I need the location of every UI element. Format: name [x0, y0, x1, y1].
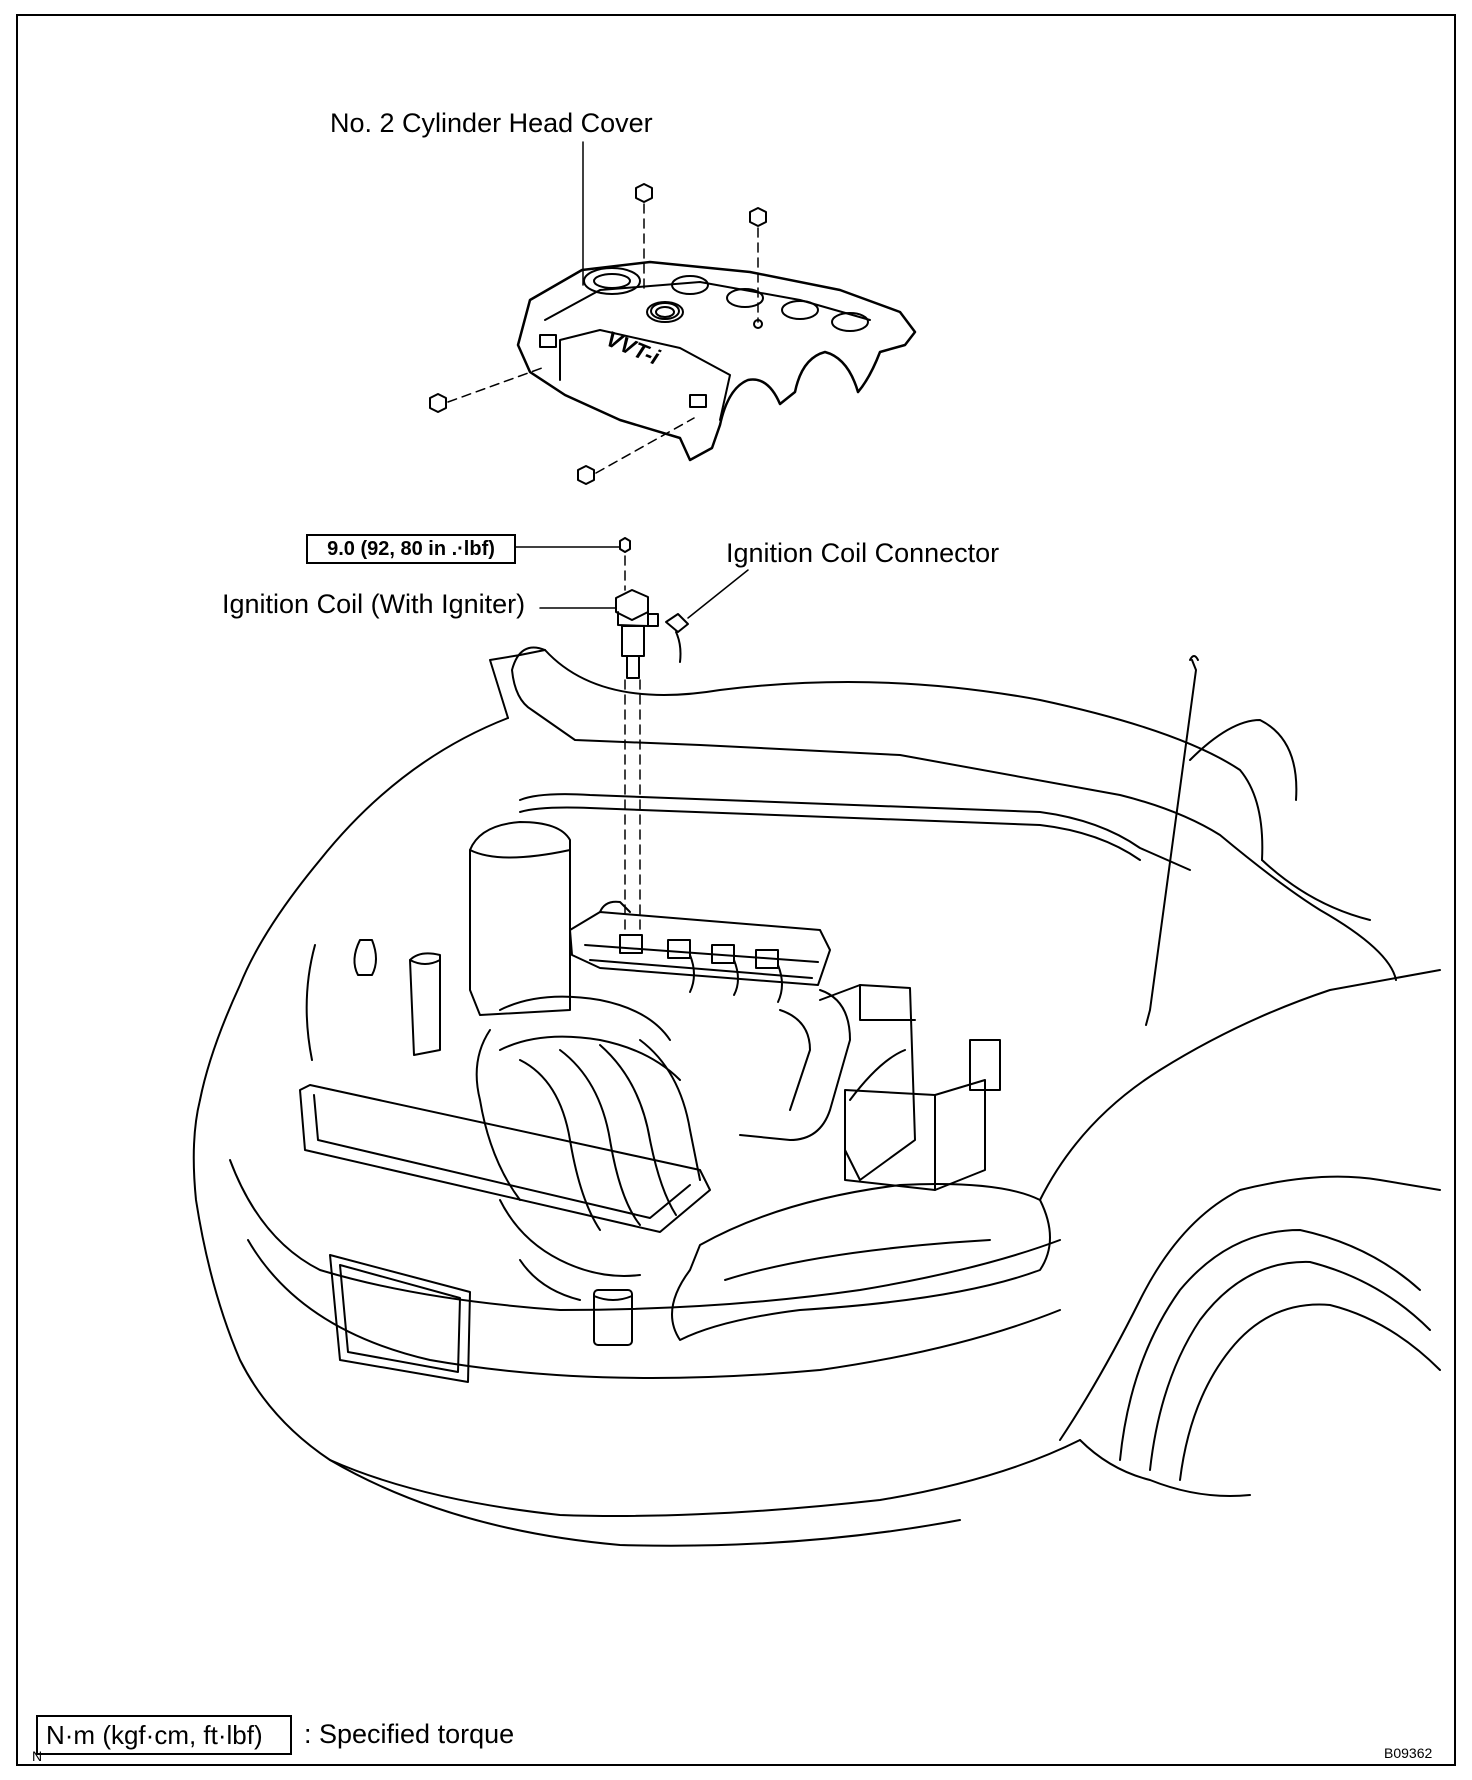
cover-nuts — [429, 183, 767, 485]
install-guide-lines — [624, 555, 641, 936]
figure-code: B09362 — [1384, 1745, 1433, 1761]
ignition-coil-connector-label: Ignition Coil Connector — [726, 538, 1000, 568]
car-body — [192, 646, 1441, 1547]
corner-mark: N — [32, 1748, 43, 1764]
torque-unit-legend: N·m (kgf·cm, ft·lbf) — [36, 1715, 292, 1755]
ignition-coil — [615, 537, 659, 679]
brand-emblem-icon — [650, 302, 680, 320]
torque-value-box: 9.0 (92, 80 in .·lbf) — [306, 534, 516, 564]
head-cover-label: No. 2 Cylinder Head Cover — [330, 108, 653, 138]
ignition-coil-connector — [665, 569, 749, 663]
engine-assembly — [353, 821, 1001, 1346]
cylinder-head-cover — [516, 260, 917, 462]
ignition-coil-label: Ignition Coil (With Igniter) — [222, 589, 526, 619]
legend-description: : Specified torque — [304, 1719, 515, 1749]
